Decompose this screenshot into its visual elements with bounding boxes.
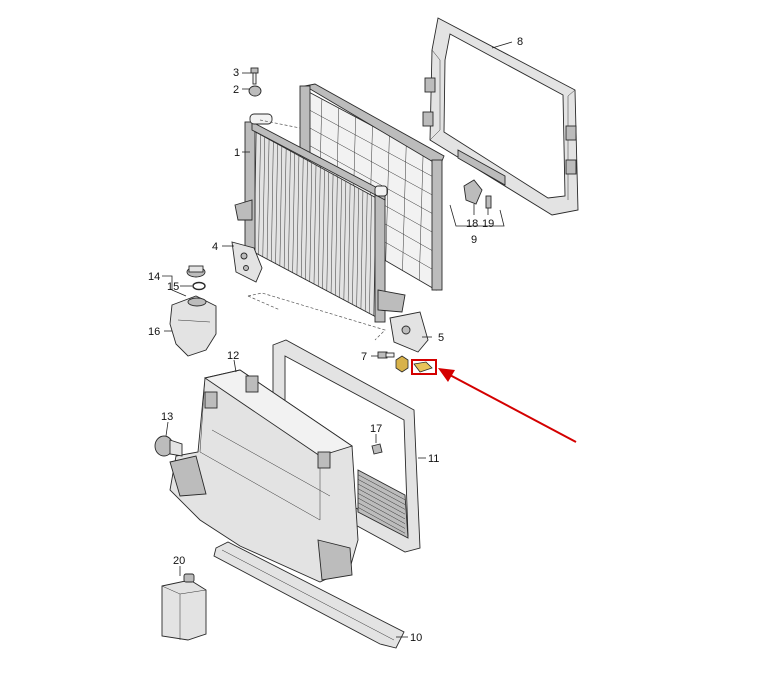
part-3-bolt: [250, 67, 259, 85]
hatch-line: [364, 192, 368, 312]
hatch-line: [343, 181, 347, 300]
callout-10: 10: [410, 632, 422, 644]
mounting-outline-3: [259, 119, 301, 129]
hatch-line: [357, 493, 406, 520]
callout-17: 17: [370, 423, 382, 435]
hatch-line: [304, 124, 439, 199]
part-18-clip: [463, 179, 483, 205]
hatch-line: [357, 483, 406, 510]
callout-16: 16: [148, 326, 160, 338]
callout-8: 8: [517, 36, 523, 48]
hatch-line: [357, 488, 406, 515]
callout-4: 4: [212, 241, 218, 253]
hatch-line: [352, 185, 355, 305]
hatch-line: [279, 146, 283, 266]
callout-20: 20: [173, 555, 185, 567]
hatch-line: [296, 155, 300, 275]
hatch-line: [309, 162, 312, 282]
highlight-box: [411, 359, 437, 375]
hatch-line: [303, 142, 439, 218]
hatch-line: [326, 171, 330, 291]
callout-13: 13: [161, 411, 173, 423]
hatch-line: [262, 136, 266, 257]
hatch-line: [266, 139, 270, 260]
hatch-line: [313, 164, 317, 285]
hatch-line: [360, 190, 364, 309]
hatch-line: [419, 152, 424, 281]
part-4-mount-bracket: [231, 241, 263, 283]
part-1-radiator: [234, 113, 406, 323]
hatch-line: [402, 143, 407, 271]
part-nut: [395, 355, 409, 373]
hatch-line: [347, 183, 351, 303]
hatch-line: [357, 474, 406, 500]
hatch-line: [357, 507, 406, 534]
hatch-line: [369, 195, 372, 314]
hatch-line: [357, 502, 406, 529]
part-8-radiator-frame: [422, 17, 579, 216]
hatch-line: [275, 143, 278, 264]
leader-lines: [162, 41, 513, 638]
part-16-expansion-tank: [169, 295, 217, 357]
part-10-strut: [213, 541, 405, 649]
callout-18: 18: [466, 218, 478, 230]
part-12-air-duct: [169, 369, 359, 583]
callout-7: 7: [361, 351, 367, 363]
callout-14: 14: [148, 271, 160, 283]
part-14-cap: [186, 265, 206, 278]
callout-9: 9: [471, 234, 477, 246]
part-13-sensor: [154, 435, 183, 457]
part-15-o-ring: [192, 281, 206, 291]
part-7-bolt: [377, 351, 395, 359]
part-19-screw: [485, 195, 492, 209]
red-arrow: [438, 368, 577, 443]
hatch-line: [283, 148, 287, 269]
hatch-line: [258, 134, 261, 255]
hatch-line: [304, 107, 440, 181]
callout-12: 12: [227, 350, 239, 362]
hatch-line: [300, 157, 304, 278]
callout-3: 3: [233, 67, 239, 79]
hatch-line: [357, 479, 406, 505]
hatch-line: [330, 174, 334, 294]
part-2-grommet: [248, 85, 262, 97]
hatch-line: [357, 497, 406, 524]
highlighted-part: [411, 359, 437, 375]
hatch-line: [385, 134, 390, 261]
hatch-line: [335, 176, 338, 296]
hatch-line: [339, 178, 342, 298]
hatch-line: [271, 141, 274, 262]
part-20-coolant-bottle: [161, 573, 207, 641]
part-17-clip: [371, 443, 383, 455]
hatch-line: [288, 150, 291, 271]
mounting-outline-2: [247, 295, 281, 311]
callout-labels: 3 2 1 4 8 18 19 9 5 7 12 14 15 16 13 17 …: [148, 36, 523, 644]
hatch-line: [292, 153, 295, 273]
mounting-outline: [247, 292, 386, 341]
hatch-line: [318, 167, 321, 287]
callout-5: 5: [438, 332, 444, 344]
hatch-line: [356, 188, 359, 307]
hatch-line: [305, 160, 308, 280]
callout-11: 11: [428, 453, 439, 465]
hatch-line: [322, 169, 325, 289]
callout-2: 2: [233, 84, 239, 96]
part-5-bracket: [389, 311, 429, 353]
callout-1: 1: [234, 147, 240, 159]
callout-19: 19: [482, 218, 494, 230]
callout-15: 15: [167, 281, 179, 293]
